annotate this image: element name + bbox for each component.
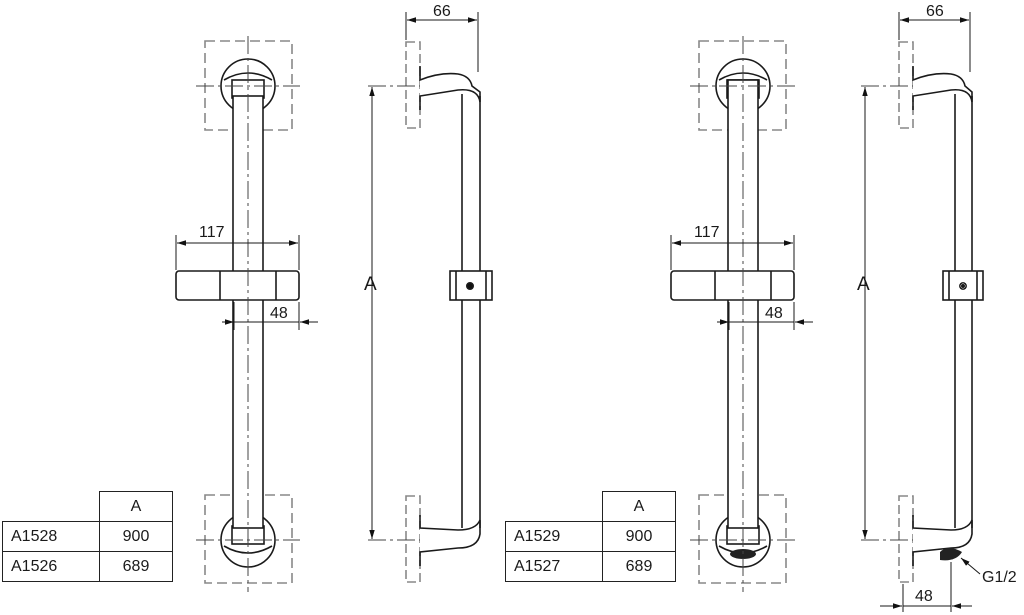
offset-label-1: 48 — [270, 305, 288, 322]
table-row: A1527 689 — [505, 551, 676, 582]
length-value: 900 — [99, 521, 173, 552]
side-view-2 — [861, 12, 984, 612]
table-header-a: A — [99, 491, 173, 522]
dimension-table-1: A A1528 900 A1526 689 — [2, 491, 173, 582]
model-code: A1529 — [505, 521, 603, 552]
table-row: A1526 689 — [2, 551, 173, 582]
length-value: 900 — [602, 521, 676, 552]
length-label-1: A — [364, 274, 377, 295]
projection-label-1: 66 — [433, 3, 451, 20]
clamp-width-label-1: 117 — [199, 224, 225, 241]
length-label-2: A — [857, 274, 870, 295]
model-code: A1527 — [505, 551, 603, 582]
thread-label: G1/2 — [982, 569, 1017, 586]
table-row: A1528 900 — [2, 521, 173, 552]
projection-label-2: 66 — [926, 3, 944, 20]
front-view-1 — [175, 36, 318, 592]
table-corner — [3, 492, 100, 522]
length-value: 689 — [602, 551, 676, 582]
table-header-a: A — [602, 491, 676, 522]
dimension-table-2: A A1529 900 A1527 689 — [505, 491, 676, 582]
side-view-1 — [368, 12, 493, 583]
length-value: 689 — [99, 551, 173, 582]
clamp-width-label-2: 117 — [694, 224, 720, 241]
outlet-offset-label: 48 — [915, 588, 933, 605]
front-view-2 — [670, 36, 813, 592]
model-code: A1528 — [2, 521, 100, 552]
model-code: A1526 — [2, 551, 100, 582]
table-row: A1529 900 — [505, 521, 676, 552]
table-corner — [506, 492, 603, 522]
offset-label-2: 48 — [765, 305, 783, 322]
